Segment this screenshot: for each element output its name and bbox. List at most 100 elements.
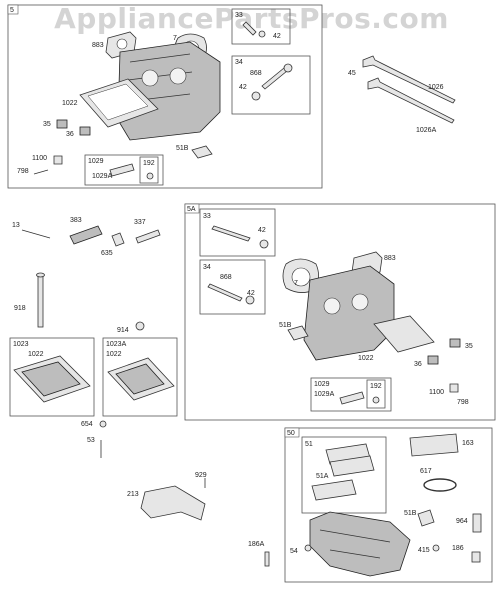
label-883: 883 <box>92 42 104 49</box>
label-51b: 51B <box>176 145 189 152</box>
label-a1022: 1022 <box>358 355 374 362</box>
label-45: 45 <box>348 70 356 77</box>
gasket-51b-50 <box>417 509 435 527</box>
label-1029: 1029 <box>88 158 104 165</box>
cylinder-head-5a <box>303 265 395 361</box>
label-a42a: 42 <box>258 227 266 234</box>
label-914: 914 <box>117 327 129 334</box>
section-5-frame <box>7 4 323 189</box>
section-5-group: 5 883 7 33 42 34 868 <box>7 4 323 189</box>
label-a7: 7 <box>294 280 298 287</box>
label-1100: 1100 <box>32 155 47 162</box>
o-ring-617 <box>423 478 457 492</box>
spring-383 <box>69 225 103 245</box>
section-5-label: 5 <box>10 7 14 14</box>
manifold-50 <box>309 511 411 577</box>
label-e51b: 51B <box>404 510 417 517</box>
label-1026: 1026 <box>428 84 444 91</box>
label-a34: 34 <box>203 264 211 271</box>
label-635: 635 <box>101 250 113 257</box>
label-a1029a: 1029A <box>314 391 335 398</box>
label-213: 213 <box>127 491 139 498</box>
valves-group: 45 1026 1026A <box>348 55 456 134</box>
label-7: 7 <box>173 35 177 42</box>
label-a798: 798 <box>457 399 469 406</box>
label-337: 337 <box>134 219 146 226</box>
label-1029a: 1029A <box>92 173 113 180</box>
bracket-213 <box>140 485 206 521</box>
box-34 <box>231 55 311 115</box>
gasket-163 <box>409 433 459 457</box>
section-5a-group: 5A 33 42 34 868 42 7 883 51B 1022 <box>184 203 496 421</box>
label-a51b: 51B <box>279 322 292 329</box>
box-1029-5a <box>310 377 392 412</box>
section-50-label: 50 <box>287 430 295 437</box>
valve-cover-1023a <box>115 363 165 395</box>
section-50-frame <box>284 427 493 583</box>
tube-918 <box>37 274 44 328</box>
label-a1029: 1029 <box>314 381 330 388</box>
label-e617: 617 <box>420 468 432 475</box>
section-50-group: 50 51 51A 163 617 51B 964 54 415 186 <box>284 427 493 583</box>
label-1023: 1023 <box>13 341 29 348</box>
valve-cover-1023 <box>21 361 81 397</box>
label-e186: 186 <box>452 545 464 552</box>
label-1022: 1022 <box>62 100 78 107</box>
gasket-51b <box>191 145 213 159</box>
label-654: 654 <box>81 421 93 428</box>
section-5a-label: 5A <box>187 206 196 213</box>
box-1023 <box>9 337 95 417</box>
cylinder-head <box>117 41 221 141</box>
spring-35 <box>56 119 68 129</box>
label-e964: 964 <box>456 518 468 525</box>
label-a1100: 1100 <box>429 389 444 396</box>
label-e54: 54 <box>290 548 298 555</box>
label-192: 192 <box>143 160 155 167</box>
spark-plug-337 <box>135 229 161 244</box>
label-a868: 868 <box>220 274 232 281</box>
box-34-5a <box>199 259 266 315</box>
covers-group: 1023 1022 1023A 1022 654 53 929 213 186A <box>9 337 270 567</box>
gasket-51a <box>311 479 357 501</box>
box-1029 <box>84 154 164 186</box>
label-1022-c1: 1022 <box>28 351 44 358</box>
part-964 <box>472 513 482 533</box>
label-186a: 186A <box>248 541 265 548</box>
label-42-a: 42 <box>273 33 281 40</box>
label-a36: 36 <box>414 361 422 368</box>
label-53: 53 <box>87 437 95 444</box>
label-a192: 192 <box>370 383 382 390</box>
valve-45 <box>362 55 456 104</box>
box-33-5a <box>199 208 276 257</box>
label-a35: 35 <box>465 343 473 350</box>
label-13: 13 <box>12 222 20 229</box>
label-e163: 163 <box>462 440 474 447</box>
label-1026a: 1026A <box>416 127 437 134</box>
label-e415: 415 <box>418 547 430 554</box>
label-798: 798 <box>17 168 29 175</box>
box-1023a <box>102 337 178 417</box>
label-e51: 51 <box>305 441 313 448</box>
label-e51a: 51A <box>316 473 329 480</box>
label-1022-c2: 1022 <box>106 351 122 358</box>
label-a883: 883 <box>384 255 396 262</box>
label-918: 918 <box>14 305 26 312</box>
section-5a-frame <box>184 203 496 421</box>
label-a42b: 42 <box>247 290 255 297</box>
label-a33: 33 <box>203 213 211 220</box>
gasket-1022-5a <box>373 315 435 353</box>
part-635 <box>111 232 125 247</box>
label-34: 34 <box>235 59 243 66</box>
label-383: 383 <box>70 217 82 224</box>
label-35: 35 <box>43 121 51 128</box>
label-929: 929 <box>195 472 207 479</box>
box-51 <box>301 436 387 514</box>
label-1023a: 1023A <box>106 341 127 348</box>
misc-parts-group: 13 383 337 635 918 914 <box>12 217 161 334</box>
gasket-51b-5a <box>287 325 309 341</box>
spring-36 <box>79 126 91 136</box>
label-42-b: 42 <box>239 84 247 91</box>
box-33 <box>231 8 291 45</box>
